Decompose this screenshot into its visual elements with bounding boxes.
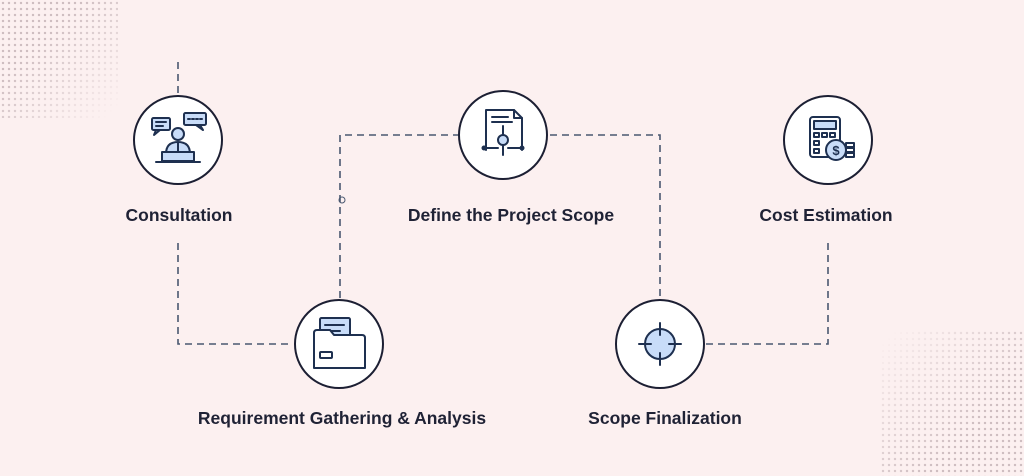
- connector-consultation-to-requirement: [177, 243, 292, 345]
- step-requirement-gathering: [294, 299, 384, 389]
- step-define-scope: [458, 90, 548, 180]
- connector-requirement-to-scope: [339, 134, 458, 298]
- connector-finalization-to-cost: [706, 238, 829, 345]
- dot-pattern-bottom-right: [880, 330, 1024, 476]
- consultation-icon: [151, 112, 207, 163]
- connector-scope-to-finalization: [550, 134, 661, 298]
- scope-document-icon: [481, 109, 525, 156]
- svg-text:$: $: [832, 143, 840, 158]
- calculator-coin-icon: $: [809, 116, 855, 161]
- step-scope-finalization: [615, 299, 705, 389]
- folder-document-icon: [313, 317, 366, 369]
- dot-pattern-top-left: [0, 0, 118, 118]
- step-cost-estimation: $: [783, 95, 873, 185]
- step-label-cost-estimation: Cost Estimation: [759, 205, 893, 225]
- step-consultation: [133, 95, 223, 185]
- connector-junction-dot: [338, 196, 346, 204]
- step-label-scope-finalization: Scope Finalization: [588, 408, 742, 428]
- target-crosshair-icon: [638, 322, 682, 366]
- step-label-consultation: Consultation: [125, 205, 233, 225]
- step-label-define-scope: Define the Project Scope: [407, 205, 615, 225]
- step-label-requirement-gathering: Requirement Gathering & Analysis: [197, 408, 487, 428]
